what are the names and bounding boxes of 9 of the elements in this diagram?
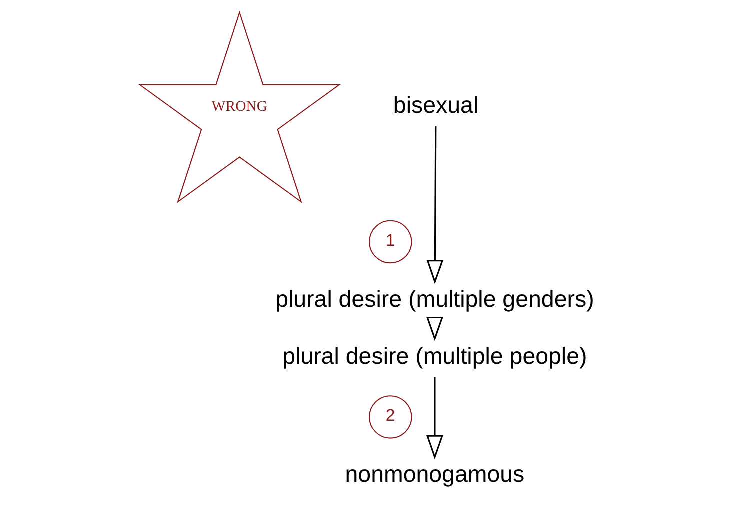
node-circle: 1 (369, 220, 412, 264)
arrow (426, 316, 444, 342)
node-text: nonmonogamous (345, 461, 525, 488)
node-text: bisexual (393, 92, 479, 118)
arrow (426, 126, 444, 284)
node-text: plural desire (multiple genders) (276, 286, 594, 312)
arrow (426, 377, 444, 460)
node-circle: 2 (369, 396, 412, 439)
node-text: plural desire (multiple people) (282, 343, 588, 370)
